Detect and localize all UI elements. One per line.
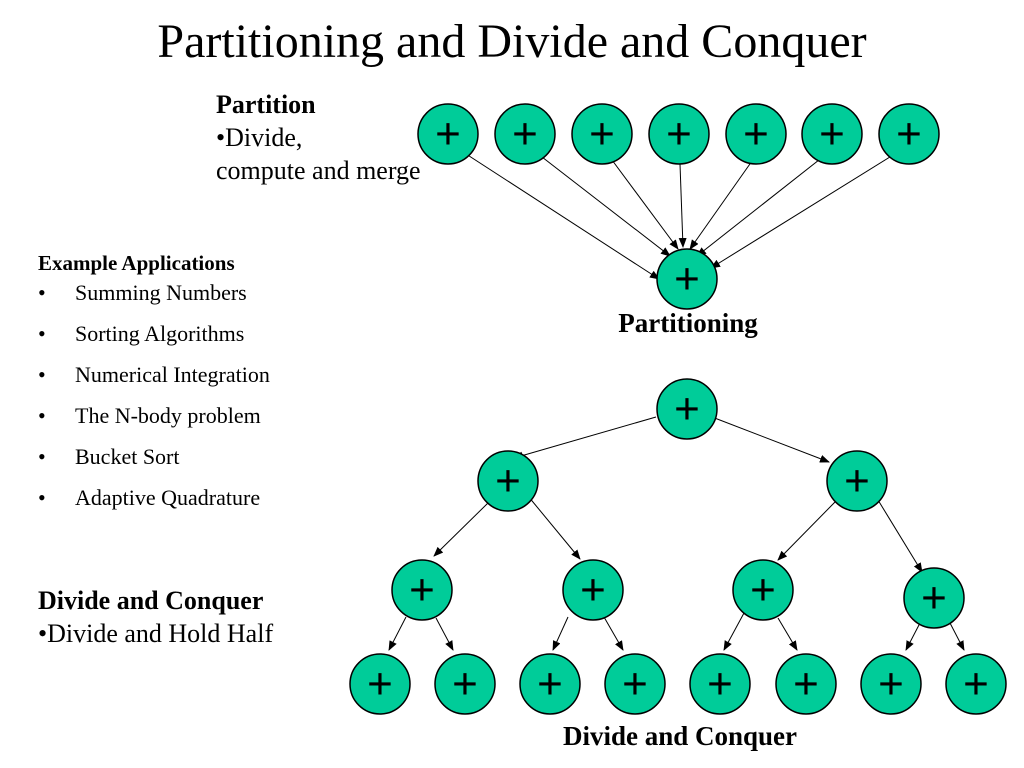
partition-edge [696,155,825,257]
plus-symbol: + [878,660,904,709]
partition-leaf-node: + [417,103,479,165]
partitioning-caption: Partitioning [618,308,758,338]
plus-symbol: + [674,255,700,304]
tree-leaf-node: + [860,653,922,715]
plus-symbol: + [367,660,393,709]
bullet: • [38,362,46,387]
tree-edge [513,416,657,460]
tree-edge [527,495,581,560]
partition-edge [678,163,687,248]
partition-line-1: •Divide, [216,123,303,152]
tree-root-node: + [656,378,718,440]
plus-symbol: + [537,660,563,709]
slide-title: Partitioning and Divide and Conquer [157,15,867,68]
applications-list: •Summing Numbers •Sorting Algorithms •Nu… [38,278,270,524]
tree-leaf-node: + [434,653,496,715]
plus-symbol: + [622,660,648,709]
plus-symbol: + [495,457,521,506]
divide-conquer-nodes: + + + + + + + + + + + + + + + [349,378,1007,715]
partition-edge [611,159,679,250]
plus-symbol: + [409,566,435,615]
tree-leaf-node: + [945,653,1007,715]
plus-symbol: + [666,110,692,159]
plus-symbol: + [844,457,870,506]
example-applications: Example Applications •Summing Numbers •S… [38,248,270,524]
partition-description: Partition •Divide, compute and merge [216,88,421,187]
tree-leaf-node: + [604,653,666,715]
plus-symbol: + [793,660,819,709]
tree-leaf-node: + [689,653,751,715]
partition-result-node: + [656,248,718,310]
partition-edge [462,151,660,280]
tree-edge [777,617,798,651]
partition-leaf-node: + [801,103,863,165]
tree-edge [711,416,830,463]
tree-level-2-node: + [732,559,794,621]
plus-symbol: + [452,660,478,709]
tree-level-2-node: + [562,559,624,621]
plus-symbol: + [819,110,845,159]
divide-conquer-caption: Divide and Conquer [563,721,797,751]
partition-edge [541,156,671,257]
partition-leaf-node: + [725,103,787,165]
partition-line-2: compute and merge [216,156,421,185]
tree-edge [905,622,921,651]
list-item: •Sorting Algorithms [38,319,270,360]
bullet: • [38,280,46,305]
list-item: •Adaptive Quadrature [38,483,270,524]
divide-conquer-heading: Divide and Conquer [38,586,264,615]
plus-symbol: + [435,110,461,159]
divide-conquer-description: Divide and Conquer •Divide and Hold Half [38,584,273,650]
partitioning-nodes: + + + + + + + + [417,103,940,310]
bullet: • [38,485,46,510]
tree-edge [877,499,923,573]
list-item: •The N-body problem [38,401,270,442]
partition-leaf-node: + [494,103,556,165]
applications-heading: Example Applications [38,251,235,275]
partition-leaf-node: + [571,103,633,165]
plus-symbol: + [750,566,776,615]
plus-symbol: + [674,385,700,434]
tree-leaf-node: + [775,653,837,715]
tree-leaf-node: + [519,653,581,715]
partition-edge [710,151,899,269]
tree-edge [435,617,454,651]
tree-edge [949,622,965,651]
tree-level-2-node: + [903,567,965,629]
plus-symbol: + [743,110,769,159]
divide-conquer-edges [388,416,965,651]
plus-symbol: + [921,574,947,623]
plus-symbol: + [589,110,615,159]
list-item: •Bucket Sort [38,442,270,483]
list-item: •Numerical Integration [38,360,270,401]
list-item: •Summing Numbers [38,278,270,319]
tree-leaf-node: + [349,653,411,715]
plus-symbol: + [963,660,989,709]
tree-level-2-node: + [391,559,453,621]
tree-level-1-node: + [477,450,539,512]
plus-symbol: + [512,110,538,159]
partition-leaf-node: + [878,103,940,165]
plus-symbol: + [580,566,606,615]
partition-edge [689,160,753,250]
divide-conquer-line-1: •Divide and Hold Half [38,619,274,648]
tree-level-1-node: + [826,450,888,512]
tree-edge [723,612,745,651]
tree-edge [433,501,490,557]
plus-symbol: + [896,110,922,159]
plus-symbol: + [707,660,733,709]
partition-heading: Partition [216,90,316,119]
bullet: • [38,321,46,346]
tree-edge [603,616,624,651]
tree-edge [388,616,407,651]
tree-edge [777,501,836,561]
tree-edge [552,616,569,651]
bullet: • [38,403,46,428]
partitioning-edges [462,151,899,280]
bullet: • [38,444,46,469]
partition-leaf-node: + [648,103,710,165]
